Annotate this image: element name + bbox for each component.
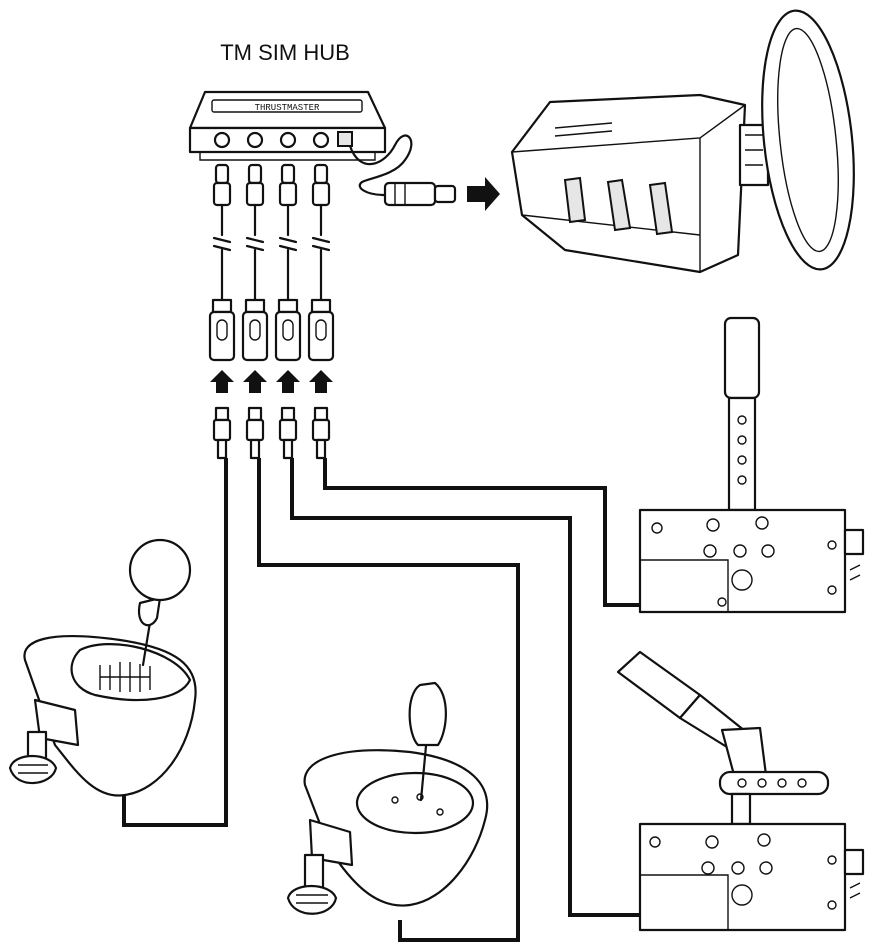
hub-title: TM SIM HUB: [220, 40, 350, 65]
hub-cable-1: [208, 163, 236, 460]
sequential-lever: [638, 316, 865, 614]
hub-brand-text: THRUSTMASTER: [255, 103, 320, 113]
hub-usb-port: [337, 131, 353, 147]
arrow-up-icon: [276, 370, 300, 393]
hub-port-1: [213, 131, 231, 149]
h-pattern-shifter: [8, 538, 197, 797]
sequential-shifter: [286, 681, 489, 915]
hub-port-3: [279, 131, 297, 149]
sim-hub: THRUSTMASTER: [188, 90, 387, 161]
arrow-up-icon: [243, 370, 267, 393]
hub-cable-3: [274, 163, 302, 460]
cable-sequential-shifter: [257, 458, 520, 942]
cable-h-shifter: [122, 458, 228, 827]
arrow-up-icon: [210, 370, 234, 393]
hub-cable-2: [241, 163, 269, 460]
handbrake: [616, 650, 865, 932]
hub-cable-4: [307, 163, 335, 460]
cable-handbrake: [290, 458, 640, 917]
wheel-base: [510, 9, 855, 274]
cable-sequential-lever: [323, 458, 640, 607]
hub-port-2: [246, 131, 264, 149]
hub-base-cable: [348, 134, 500, 211]
hub-port-4: [312, 131, 330, 149]
arrow-up-icon: [309, 370, 333, 393]
arrow-right-icon: [467, 177, 500, 211]
